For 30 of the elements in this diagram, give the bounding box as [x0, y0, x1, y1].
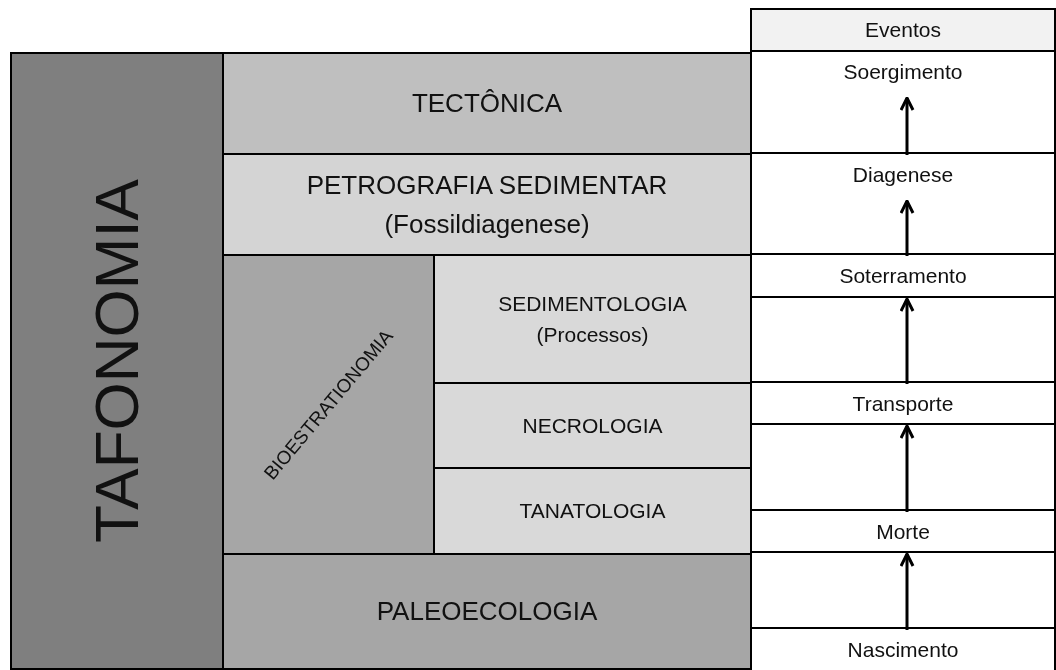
category-label: TAFONOMIA: [86, 179, 148, 543]
category-cell: [433, 467, 752, 555]
category-cell: [222, 52, 752, 155]
category-band: [222, 254, 435, 555]
subtitle-label: (Processos): [536, 322, 649, 348]
category-label: SEDIMENTOLOGIA: [498, 290, 687, 317]
category-cell: [433, 254, 752, 384]
category-label: TECTÔNICA: [411, 87, 563, 120]
arrow: [899, 96, 915, 155]
category-label: NECROLOGIA: [522, 412, 663, 439]
column-header: [750, 8, 1056, 52]
category-cell: [222, 153, 752, 256]
arrow: [899, 552, 915, 630]
event-label: Soterramento: [839, 263, 967, 289]
subtitle-label: (Fossildiagenese): [384, 207, 590, 241]
category-label: TANATOLOGIA: [519, 498, 666, 525]
event-label: Soergimento: [843, 59, 963, 85]
category-cell: [433, 382, 752, 469]
category-band: [10, 52, 224, 670]
event-label: Nascimento: [847, 637, 959, 663]
arrow: [899, 199, 915, 256]
arrow: [899, 297, 915, 384]
arrow: [899, 424, 915, 512]
event-label: Transporte: [852, 391, 954, 417]
event-label: Diagenese: [852, 162, 954, 188]
event-label: Morte: [876, 519, 930, 545]
category-cell: [222, 553, 752, 670]
header-text: Eventos: [865, 17, 941, 44]
category-label: PETROGRAFIA SEDIMENTAR: [306, 168, 668, 202]
category-label: PALEOECOLOGIA: [376, 595, 598, 628]
